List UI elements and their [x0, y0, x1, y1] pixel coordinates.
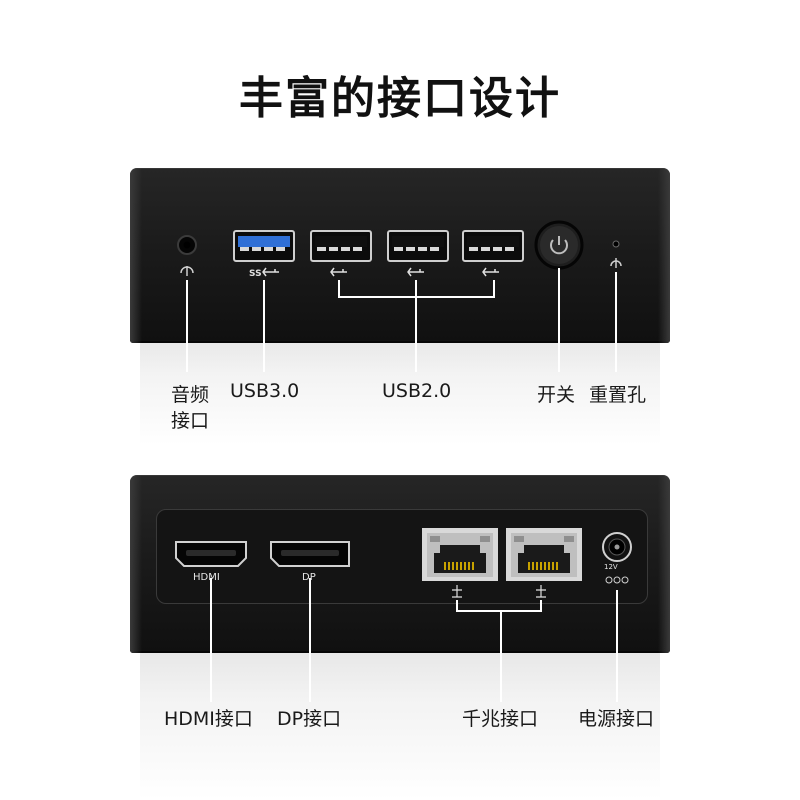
rear-callout-lines [210, 578, 618, 702]
label-audio-line2: 接口 [171, 410, 210, 432]
svg-text:SS: SS [249, 269, 262, 279]
reset-hole-icon [610, 240, 622, 268]
audio-jack-icon [177, 235, 197, 276]
label-reset-hole: 重置孔 [589, 384, 647, 406]
label-audio-line1: 音频 [171, 384, 210, 406]
dc-voltage-marking: 12V [604, 563, 618, 571]
label-dp: DP接口 [277, 708, 342, 730]
dp-port-icon [270, 541, 350, 567]
label-power-jack: 电源接口 [578, 708, 655, 730]
hdmi-marking: HDMI [193, 572, 220, 583]
ethernet-port-icon [506, 528, 582, 598]
ethernet-port-icon [422, 528, 498, 598]
label-usb2: USB2.0 [382, 380, 452, 402]
page-title: 丰富的接口设计 [239, 73, 561, 124]
dp-marking: DP [302, 572, 316, 583]
front-callout-lines [186, 268, 617, 372]
usb3-port-icon: SS [233, 230, 295, 279]
usb2-port-icon [310, 230, 372, 277]
front-shadow [140, 335, 660, 445]
usb2-port-icon [462, 230, 524, 277]
usb2-port-icon [387, 230, 449, 277]
label-power-switch: 开关 [537, 384, 576, 406]
hdmi-port-icon [175, 541, 247, 567]
label-usb3: USB3.0 [230, 380, 300, 402]
label-ethernet: 千兆接口 [462, 708, 539, 730]
label-hdmi: HDMI接口 [164, 708, 253, 730]
dc-power-jack-icon [602, 532, 632, 584]
power-button-icon [534, 220, 584, 270]
rear-shadow [140, 645, 660, 800]
